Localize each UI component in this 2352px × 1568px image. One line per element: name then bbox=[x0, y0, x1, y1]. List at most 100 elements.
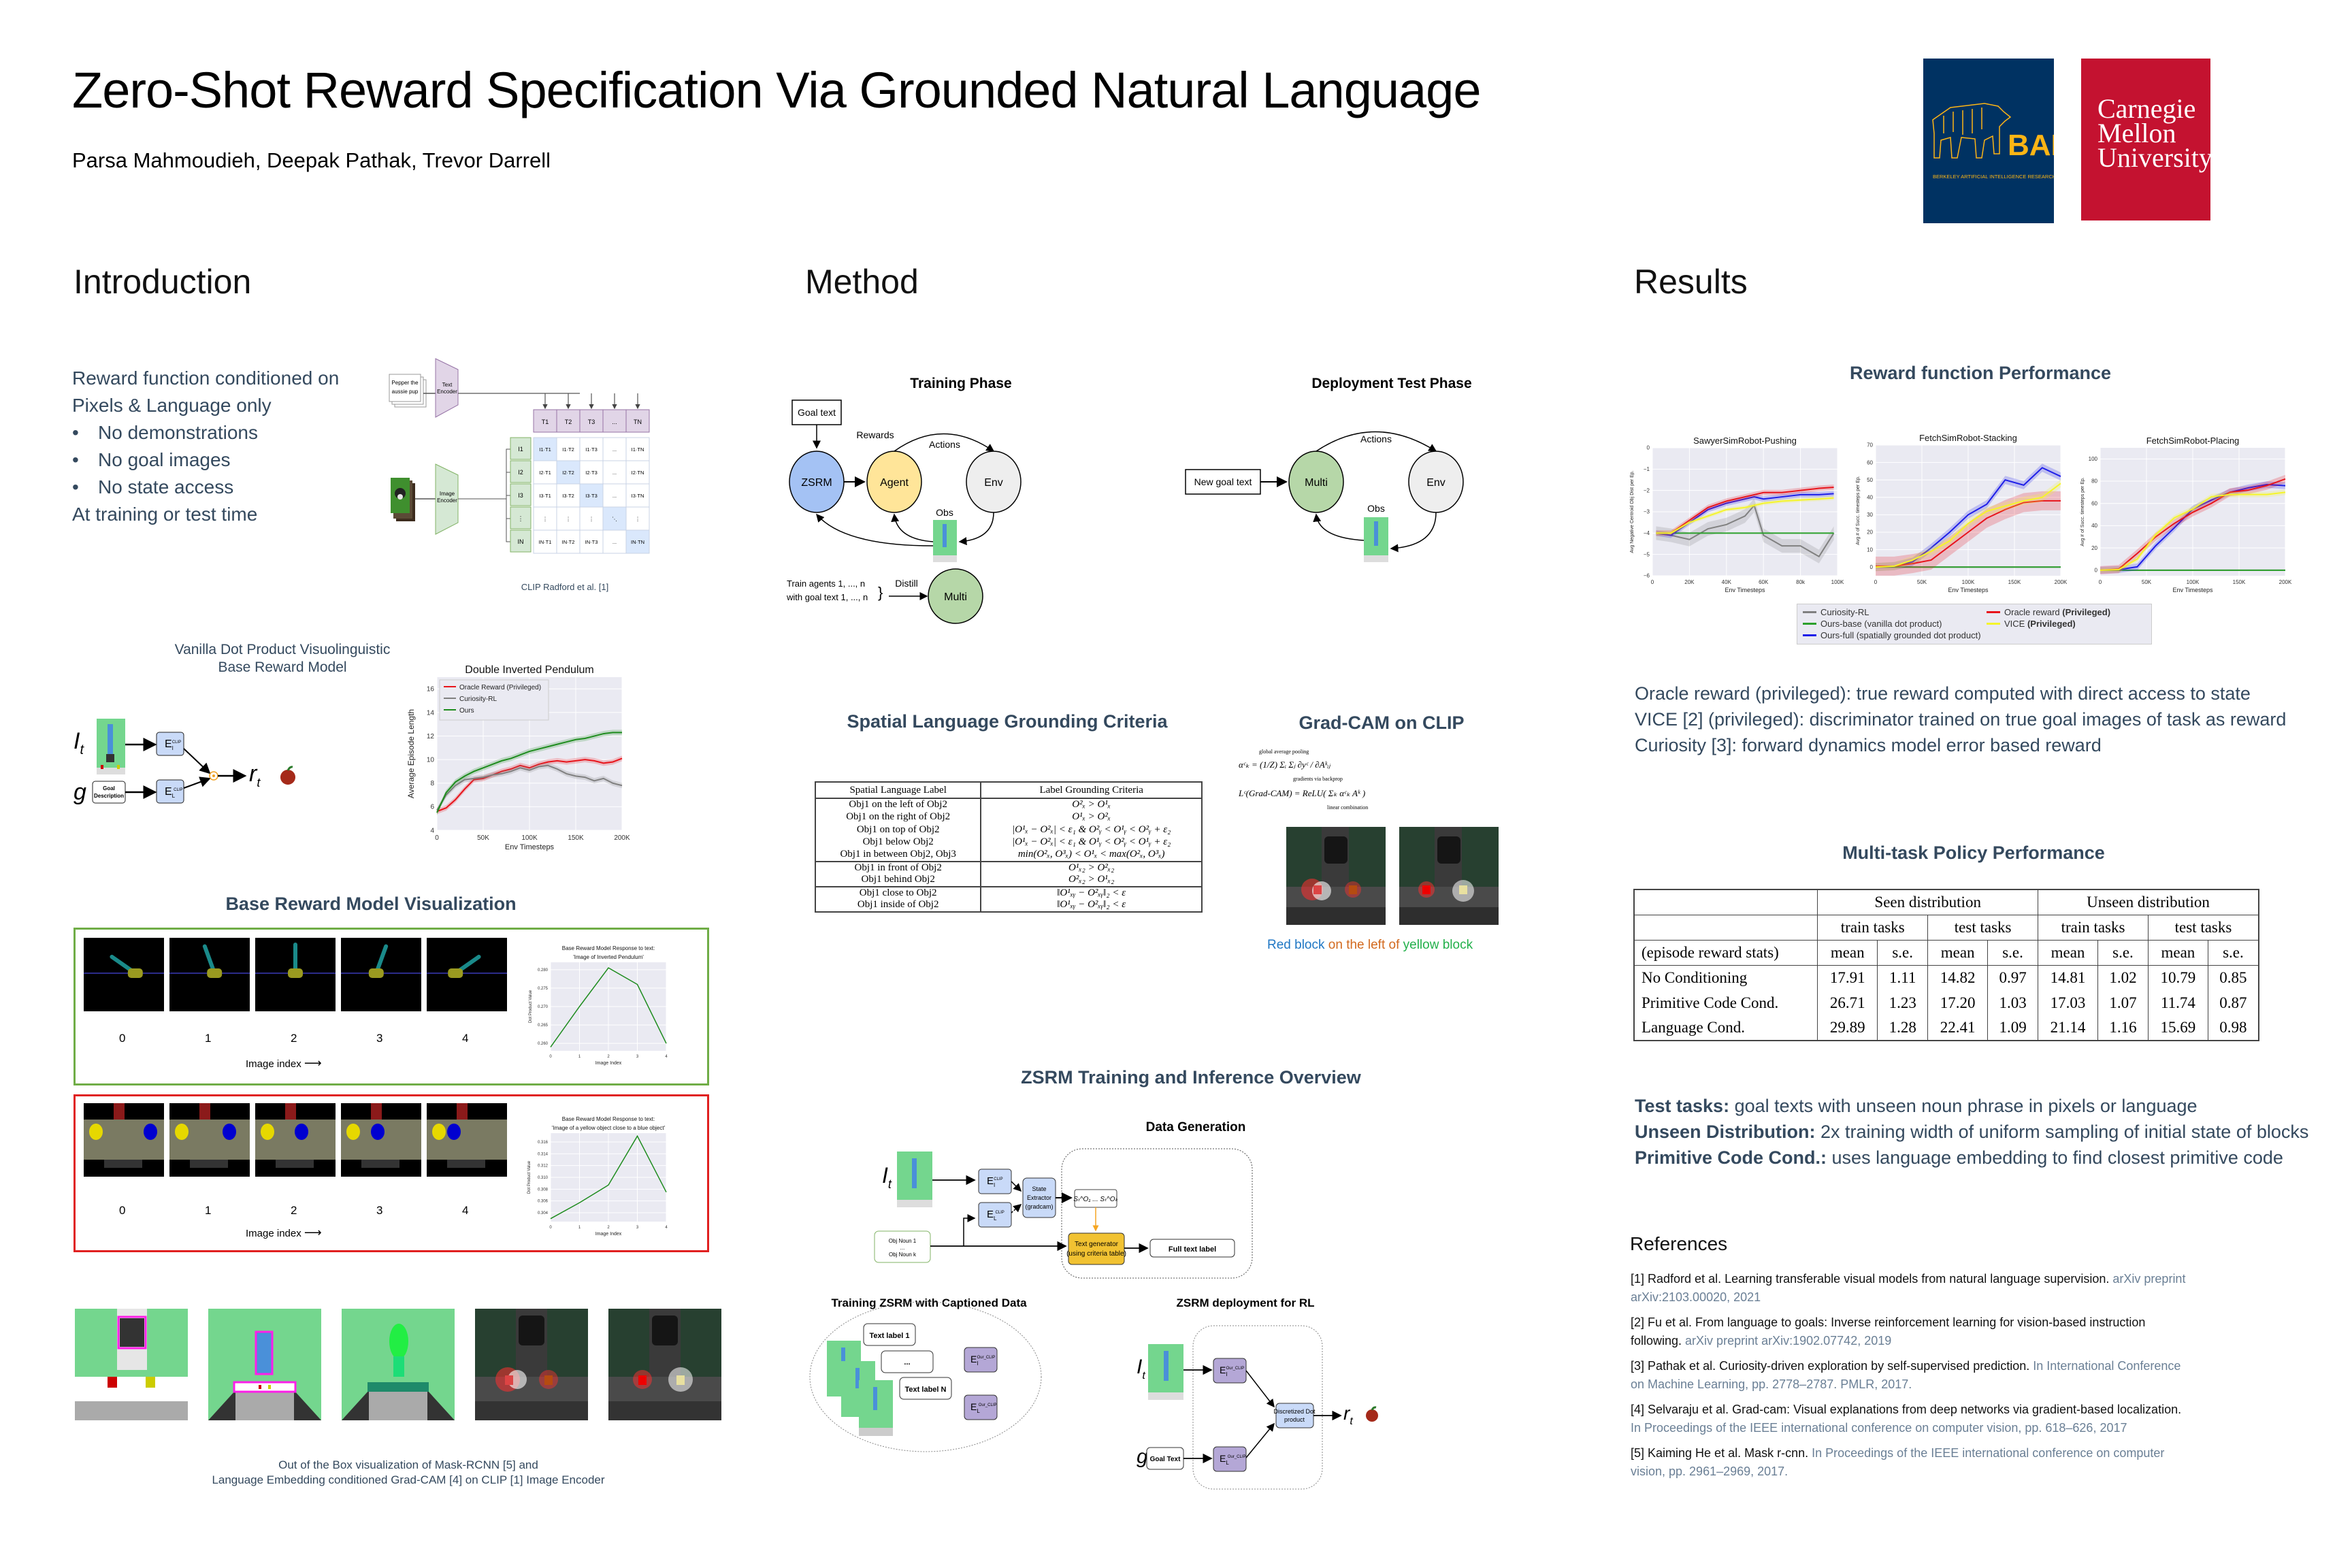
y-tick-label: 0.280 bbox=[538, 968, 549, 973]
robot-gripper bbox=[199, 1103, 210, 1120]
text-card-stack: Pepper the aussie pup bbox=[389, 374, 427, 408]
similarity-value: I3·T1 bbox=[539, 493, 551, 499]
svg-text:EICLIP: EICLIP bbox=[987, 1175, 1003, 1188]
blocks-index-axis: Image index ⟶ bbox=[246, 1226, 322, 1239]
y-tick-label: 0.304 bbox=[538, 1211, 549, 1215]
yellow-object bbox=[346, 1124, 360, 1140]
svg-text:EIOur_CLIP: EIOur_CLIP bbox=[970, 1354, 995, 1367]
legend-item: VICE (Privileged) bbox=[1987, 619, 2143, 629]
deploy-g: g bbox=[1137, 1446, 1148, 1468]
pendulum-frame bbox=[341, 938, 421, 1011]
x-tick-label: 0 bbox=[1651, 579, 1654, 585]
task-header: test tasks bbox=[1927, 915, 2038, 941]
series-line-ours bbox=[436, 732, 622, 813]
g-symbol: g bbox=[74, 779, 86, 805]
chart-legend: Oracle Reward (Privileged)Curiosity-RLOu… bbox=[439, 679, 549, 721]
x-tick-label: 200K bbox=[2055, 579, 2068, 585]
blue-object bbox=[223, 1124, 236, 1140]
robot-gripper bbox=[285, 1103, 296, 1120]
brace-icon: } bbox=[878, 584, 883, 601]
text-label-1-box bbox=[863, 1323, 916, 1346]
criteria-heading: Spatial Language Grounding Criteria bbox=[847, 711, 1168, 732]
chart-title: Double Inverted Pendulum bbox=[465, 664, 593, 676]
image-embedding-cell bbox=[510, 460, 532, 483]
criteria-row: Obj1 inside of Obj2‖O¹ₓᵧ − O²ₓᵧ‖₂ < ε bbox=[815, 899, 1202, 912]
pendulum-frame bbox=[427, 938, 507, 1011]
text-embedding-cell bbox=[556, 409, 581, 433]
row-label: Primitive Code Cond. bbox=[1642, 994, 1779, 1011]
image-embedding-label: IN bbox=[518, 538, 524, 545]
x-tick-label: 0 bbox=[549, 1226, 552, 1230]
criteria-formula: |O¹ₓ − O²ₓ| < ε₁ & O¹ᵧ < O²ᵧ < O¹ᵧ + ε₂ bbox=[980, 836, 1202, 849]
index-label: 0 bbox=[119, 1032, 126, 1045]
y-tick-label: 16 bbox=[427, 686, 435, 693]
overview-el-box bbox=[978, 1202, 1012, 1228]
reference-venue: In Proceedings of the IEEE international… bbox=[1631, 1421, 2127, 1435]
x-tick-label: 80k bbox=[1796, 579, 1806, 585]
our-clip-ei-box bbox=[964, 1347, 998, 1373]
x-tick-label: 0 bbox=[549, 1055, 552, 1059]
legend-label: Ours bbox=[459, 707, 474, 715]
x-axis-label: Image Index bbox=[595, 1061, 622, 1066]
visualization-images bbox=[75, 1309, 721, 1420]
row-value: 15.69 bbox=[2147, 1015, 2208, 1041]
y-tick-label: 0 bbox=[2095, 567, 2098, 573]
block-frame bbox=[84, 1103, 164, 1177]
similarity-cell bbox=[625, 483, 650, 508]
row-value: 1.23 bbox=[1877, 990, 1928, 1015]
actions-label: Actions bbox=[929, 439, 960, 450]
confidence-band bbox=[1876, 479, 2061, 572]
row-value: 0.98 bbox=[2207, 1015, 2259, 1041]
pendulum-index-axis: Image index ⟶ bbox=[246, 1056, 322, 1070]
similarity-value: ... bbox=[612, 470, 617, 476]
index-label: 0 bbox=[119, 1204, 126, 1217]
x-axis-label: Image Index bbox=[595, 1232, 622, 1237]
legend-box bbox=[439, 679, 549, 721]
criteria-label: Obj1 inside of Obj2 bbox=[857, 899, 939, 911]
references-heading: References bbox=[1630, 1233, 1728, 1254]
reference-item: [5] Kaiming He et al. Mask r-cnn. In Pro… bbox=[1631, 1444, 2189, 1481]
frame-bg bbox=[427, 938, 507, 1011]
x-tick-label: 3 bbox=[636, 1226, 639, 1230]
x-tick-label: 150K bbox=[2008, 579, 2021, 585]
svg-text:State: State bbox=[1032, 1186, 1046, 1192]
criteria-label: Obj1 on the right of Obj2 bbox=[846, 811, 951, 823]
similarity-cell bbox=[533, 529, 557, 554]
text-embedding-cell bbox=[625, 409, 650, 433]
train-agents-line-1: Train agents 1, ..., n bbox=[787, 578, 865, 589]
it-symbol: It bbox=[74, 728, 84, 757]
base-model-title: Vanilla Dot Product Visuolinguistic Base… bbox=[157, 641, 408, 676]
mask-rcnn-image-2 bbox=[208, 1309, 321, 1420]
cmu-line-2: Mellon bbox=[2097, 118, 2176, 148]
x-tick-label: 0 bbox=[1874, 579, 1878, 585]
note-curiosity: Curiosity [3]: forward dynamics model er… bbox=[1635, 735, 2102, 755]
poster-title: Zero-Shot Reward Specification Via Groun… bbox=[72, 62, 1481, 118]
y-tick-label: 4 bbox=[430, 827, 434, 834]
x-tick-label: 40K bbox=[1722, 579, 1732, 585]
criteria-label: Obj1 in front of Obj2 bbox=[815, 860, 981, 874]
legend-item: Ours-full (spatially grounded dot produc… bbox=[1803, 630, 1987, 640]
criteria-label: Obj1 on top of Obj2 bbox=[856, 823, 940, 835]
our-clip-el-box bbox=[964, 1394, 998, 1420]
deployment-rl-title: ZSRM deployment for RL bbox=[1176, 1296, 1314, 1309]
svg-text:ELOur_CLIP: ELOur_CLIP bbox=[1220, 1453, 1245, 1466]
reference-main: [1] Radford et al. Learning transferable… bbox=[1631, 1272, 2113, 1286]
introduction-heading: Introduction bbox=[74, 263, 252, 301]
x-tick-label: 1 bbox=[578, 1226, 581, 1230]
y-tick-label: −4 bbox=[1644, 530, 1650, 536]
similarity-cell bbox=[579, 529, 604, 554]
svg-text:Full text label: Full text label bbox=[1169, 1245, 1216, 1254]
text-embedding-label: T3 bbox=[588, 419, 595, 425]
image-embedding-label: I2 bbox=[518, 469, 523, 476]
legend-label: Ours-full (spatially grounded dot produc… bbox=[1820, 630, 1981, 640]
criteria-label: Obj1 on the left of Obj2 bbox=[849, 799, 947, 811]
x-tick-label: 100K bbox=[2187, 579, 2200, 585]
